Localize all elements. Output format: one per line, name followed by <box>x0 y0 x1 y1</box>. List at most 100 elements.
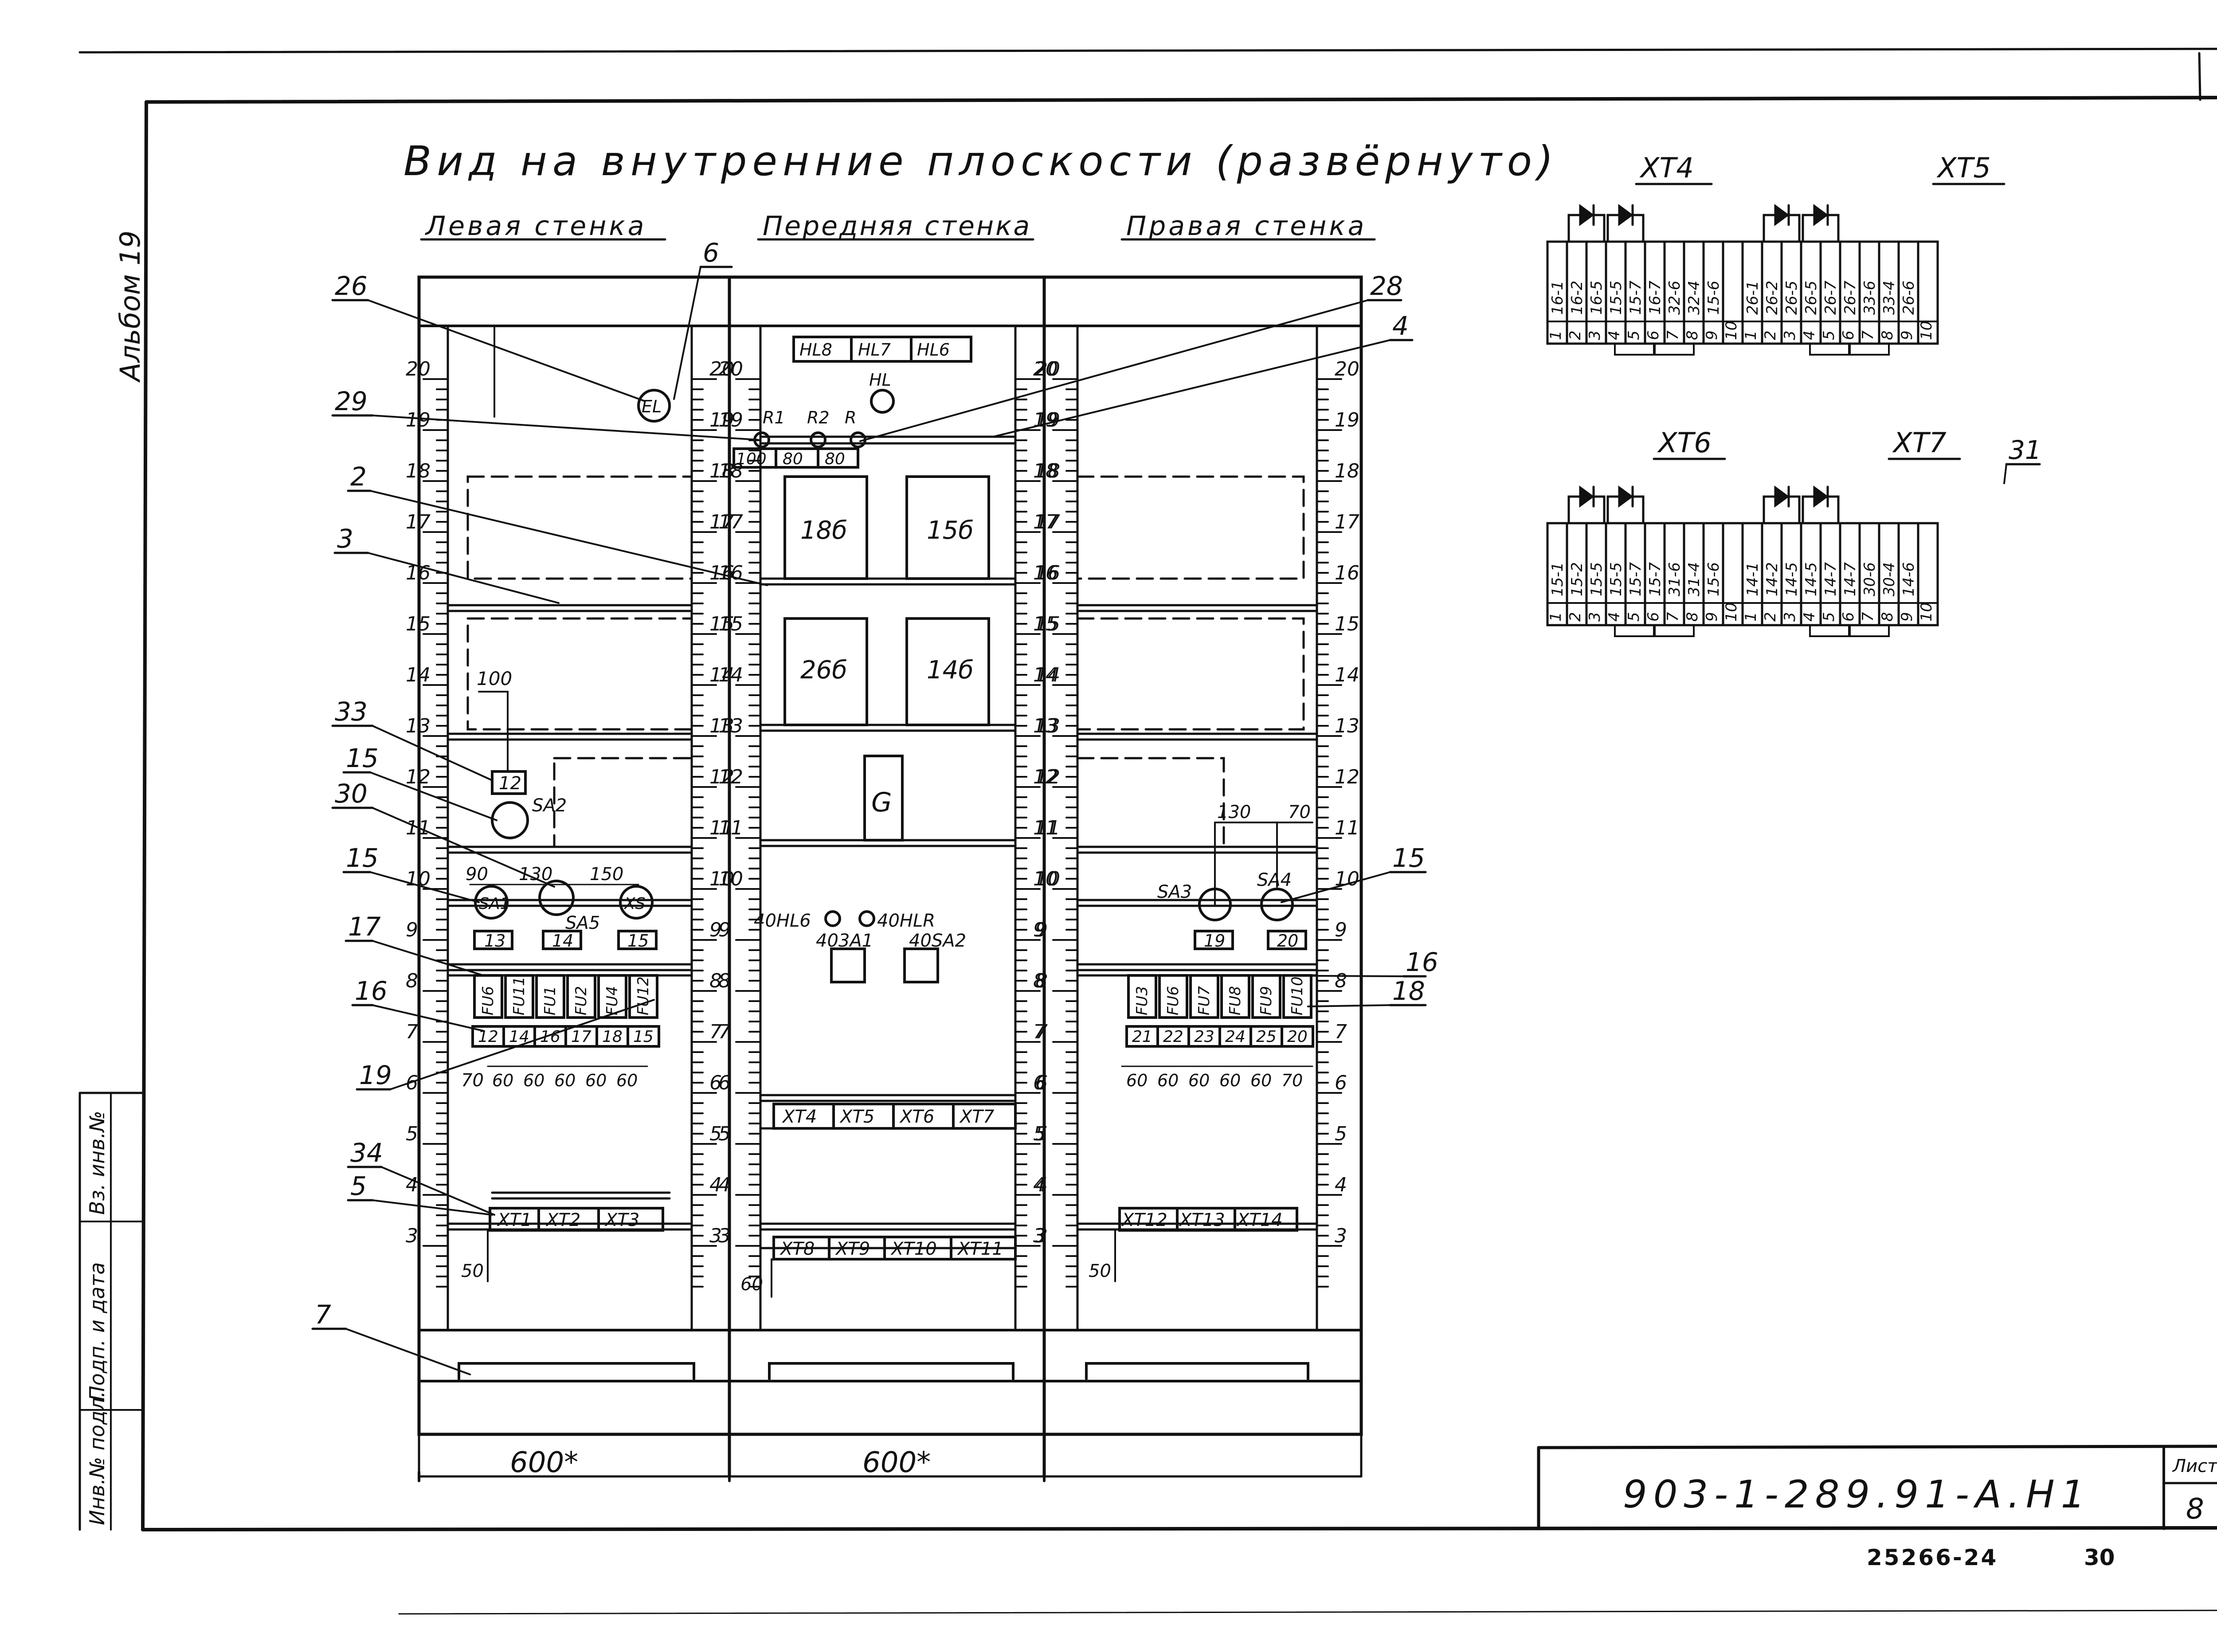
resistor-r1: R1 <box>763 408 785 427</box>
box-19-label: 19 <box>1204 931 1225 951</box>
block-title-xt4: XT4 <box>1639 152 1694 184</box>
resistor-r: R <box>845 408 856 427</box>
wire-mark: 15-7 <box>1646 562 1664 596</box>
terminal-xt1: XT1 <box>497 1210 532 1230</box>
terminal-number: 4 <box>1801 330 1818 340</box>
fuse-holder-label: 17 <box>571 1028 591 1046</box>
scale-tick: 10 <box>1035 868 1060 890</box>
dim-right-130: 130 <box>1217 802 1251 822</box>
box-12 <box>491 770 527 795</box>
terminal-number: 7 <box>1664 612 1682 622</box>
terminal-number: 7 <box>1859 330 1877 340</box>
switch-sa4-label: SA4 <box>1257 870 1292 890</box>
lamp-el <box>637 389 671 423</box>
leader-label: 3 <box>337 524 353 554</box>
spacing-dim: 60 <box>492 1071 513 1090</box>
scale-tick: 6 <box>1335 1072 1347 1094</box>
scale-tick: 17 <box>1033 511 1058 533</box>
fuse-fu12: FU12 <box>635 976 652 1015</box>
spacing-dim: 60 <box>1219 1071 1241 1090</box>
wire-mark: 15-1 <box>1549 562 1567 596</box>
sheet-number: 8 <box>2186 1493 2204 1526</box>
scale-tick: 14 <box>718 664 743 686</box>
wire-mark: 15-5 <box>1607 281 1625 315</box>
box-18b-label: 18б <box>800 516 847 545</box>
generator-label: G <box>871 787 892 818</box>
box-15b-label: 15б <box>927 516 974 545</box>
mounting-rails <box>447 435 1318 1249</box>
leader-label: 15 <box>346 843 379 873</box>
scale-tick: 15 <box>1035 613 1060 635</box>
terminal-number: 2 <box>1567 612 1584 622</box>
terminal-number: 1 <box>1547 330 1565 340</box>
scale-tick: 8 <box>1033 970 1046 992</box>
terminal-number: 8 <box>1879 612 1896 622</box>
scale-tick: 6 <box>1035 1072 1048 1094</box>
fuse-fu8: FU8 <box>1226 986 1244 1015</box>
scale-tick: 5 <box>406 1123 418 1145</box>
scale-tick: 4 <box>1035 1174 1048 1196</box>
scale-tick: 19 <box>1035 409 1060 431</box>
box-18b <box>783 475 868 580</box>
box-20-label: 20 <box>1277 931 1298 951</box>
fuse-fu9: FU9 <box>1257 986 1275 1015</box>
left-terminal-strip <box>489 1207 664 1232</box>
right-panel: 130 70 SA3 SA4 19 20 FU321FU622FU723FU82… <box>1089 802 1314 1282</box>
terminal-number: 8 <box>1684 612 1701 622</box>
spacing-dim: 60 <box>1188 1071 1210 1090</box>
wire-mark: 14-5 <box>1802 562 1820 596</box>
scale-tick: 15 <box>1335 613 1359 635</box>
scale-tick: 9 <box>1033 919 1046 941</box>
lamp-hl6: HL6 <box>917 340 950 360</box>
doc-code: 903-1-289.91-А.Н1 <box>1623 1472 2091 1517</box>
scale-tick: 13 <box>1035 715 1060 737</box>
scale-tick: 15 <box>406 613 431 635</box>
height-scales: 2019181716151413121110987654320191817161… <box>406 358 1359 1288</box>
scale-tick: 14 <box>406 664 431 686</box>
cabinet-outline <box>417 275 1363 1478</box>
switch-sa5 <box>538 880 575 916</box>
scale-tick: 18 <box>1035 460 1060 482</box>
terminal-xt3: XT3 <box>604 1210 639 1230</box>
scale-tick: 5 <box>709 1123 722 1145</box>
scale-tick: 3 <box>406 1225 418 1247</box>
front-panel: HL8 HL7 HL6 HL R1 R2 R 100 80 80 18б 15б… <box>732 336 1017 1298</box>
terminal-number: 9 <box>1703 330 1721 340</box>
album-label: Альбом 19 <box>114 231 146 383</box>
scale-tick: 10 <box>718 868 743 890</box>
stamp-column: Инв.№ подл. Подп. и дата Вз. инв.№ Альбо… <box>78 231 146 1531</box>
scale-tick: 18 <box>1033 460 1058 482</box>
fuse-fu2: FU2 <box>572 986 590 1015</box>
width-dimensions: 600* 600* <box>418 1446 1363 1482</box>
scale-tick: 13 <box>1335 715 1359 737</box>
wire-mark: 26-7 <box>1822 280 1840 315</box>
scale-tick: 17 <box>718 511 743 533</box>
dim-left-100: 100 <box>477 668 512 689</box>
terminal-block-xt6: 15-1115-2215-5315-5415-7515-7631-6731-48… <box>1546 485 1744 637</box>
switch-sa1 <box>474 885 509 920</box>
fuse-holder-label: 25 <box>1256 1028 1277 1046</box>
lamp-hl8: HL8 <box>799 340 832 360</box>
terminal-block-xt4: 16-1116-2216-5315-5415-7516-7632-6732-48… <box>1546 204 1744 356</box>
archive-code: 25266-24 <box>1867 1545 1998 1570</box>
terminal-number: 4 <box>1801 612 1818 622</box>
box-12-label: 12 <box>499 773 521 794</box>
terminal-number: 4 <box>1606 612 1623 622</box>
box-14-label: 14 <box>552 931 573 951</box>
wire-mark: 14-2 <box>1763 562 1781 596</box>
drawing-title: Вид на внутренние плоскости (развёрнуто) <box>403 137 1559 185</box>
dim-left-50: 50 <box>461 1261 484 1281</box>
scale-tick: 8 <box>1335 970 1347 992</box>
wire-mark: 14-5 <box>1783 562 1801 596</box>
scale-tick: 14 <box>1335 664 1359 686</box>
leader-label: 26 <box>335 271 368 301</box>
fuse-fu7: FU7 <box>1195 986 1213 1015</box>
scale-tick: 7 <box>709 1021 722 1043</box>
spacing-dim: 60 <box>554 1071 576 1090</box>
wire-mark: 15-6 <box>1705 562 1723 596</box>
terminal-number: 5 <box>1625 330 1643 340</box>
fuse-holder-label: 15 <box>633 1028 654 1046</box>
